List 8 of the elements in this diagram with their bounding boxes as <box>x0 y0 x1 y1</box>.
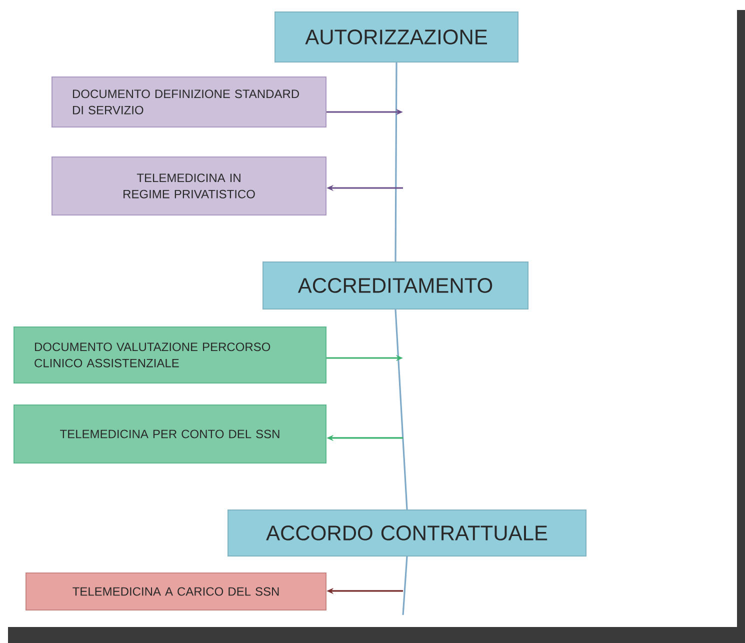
stage-box: ACCORDO CONTRATTUALE <box>228 509 586 556</box>
outcome-box: TELEMEDICINA PER CONTO DEL SSN <box>14 404 326 464</box>
stage-box: ACCREDITAMENTO <box>262 262 528 310</box>
stage-box: AUTORIZZAZIONE <box>274 12 518 62</box>
document-box: DOCUMENTO VALUTAZIONE PERCORSO CLINICO ASSISTENZIALE <box>14 326 326 384</box>
outcome-box: TELEMEDICINA A CARICO DEL SSN <box>26 572 326 610</box>
outcome-box: TELEMEDICINA IN REGIME PRIVATISTICO <box>52 156 326 216</box>
document-box: DOCUMENTO DEFINIZIONE STANDARD DI SERVIZIO <box>52 76 326 128</box>
